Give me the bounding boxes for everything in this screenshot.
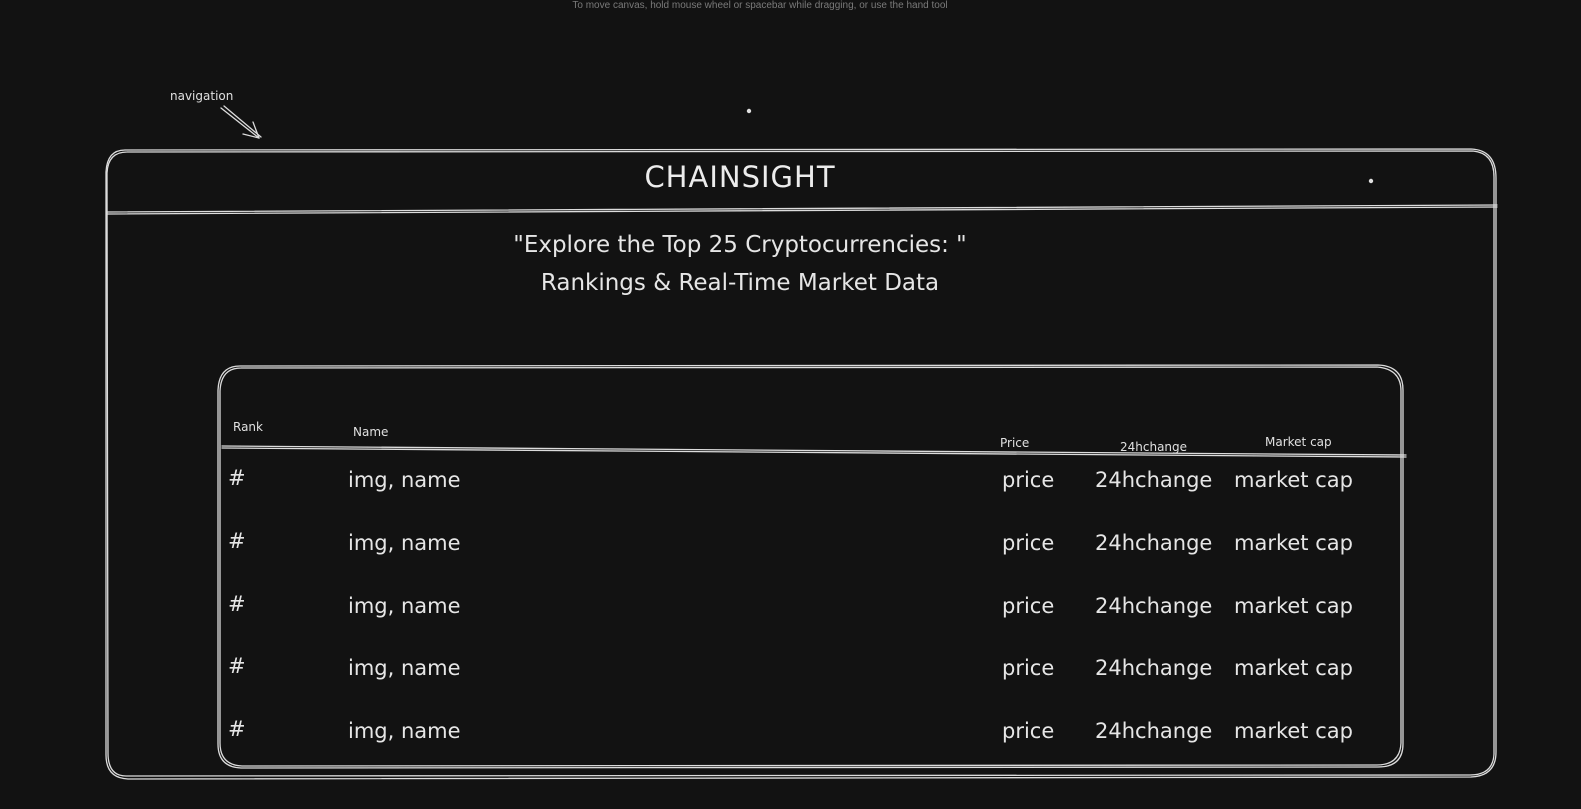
navbar-dot (1368, 178, 1374, 184)
row-change-cell: 24hchange (1095, 468, 1213, 492)
column-header-name[interactable]: Name (353, 425, 389, 439)
table-card-frame (217, 364, 1404, 769)
row-change-cell: 24hchange (1095, 719, 1213, 743)
table-header-divider (221, 445, 1407, 458)
row-rank-cell: # (228, 592, 246, 616)
row-price-cell: price (1002, 468, 1055, 492)
row-market-cap-cell: market cap (1234, 594, 1353, 618)
column-header-price[interactable]: Price (1000, 436, 1030, 450)
row-price-cell: price (1002, 656, 1055, 680)
row-change-cell: 24hchange (1095, 656, 1213, 680)
hero-headline-line-1: "Explore the Top 25 Cryptocurrencies: " (513, 232, 967, 258)
row-name-cell: img, name (348, 656, 461, 680)
row-rank-cell: # (228, 654, 246, 678)
row-name-cell: img, name (348, 468, 461, 492)
row-rank-cell: # (228, 717, 246, 741)
row-market-cap-cell: market cap (1234, 719, 1353, 743)
row-price-cell: price (1002, 594, 1055, 618)
row-price-cell: price (1002, 719, 1055, 743)
navigation-annotation-label: navigation (170, 89, 234, 103)
column-header-market-cap[interactable]: Market cap (1265, 435, 1332, 449)
page-frame (105, 148, 1497, 780)
column-header-24h-change[interactable]: 24hchange (1120, 440, 1188, 454)
column-header-rank[interactable]: Rank (233, 420, 263, 434)
canvas-dot (746, 108, 752, 114)
hero-headline-line-2: Rankings & Real-Time Market Data (540, 270, 940, 296)
row-change-cell: 24hchange (1095, 531, 1213, 555)
row-market-cap-cell: market cap (1234, 531, 1353, 555)
row-name-cell: img, name (348, 594, 461, 618)
row-rank-cell: # (228, 529, 246, 553)
row-rank-cell: # (228, 466, 246, 490)
canvas-hint: To move canvas, hold mouse wheel or spac… (572, 0, 948, 11)
row-price-cell: price (1002, 531, 1055, 555)
row-market-cap-cell: market cap (1234, 656, 1353, 680)
navbar-divider (106, 204, 1498, 215)
row-name-cell: img, name (348, 719, 461, 743)
brand-logo-text[interactable]: CHAINSIGHT (644, 160, 836, 194)
row-market-cap-cell: market cap (1234, 468, 1353, 492)
row-name-cell: img, name (348, 531, 461, 555)
annotation-arrow (220, 105, 262, 139)
hero-headline: "Explore the Top 25 Cryptocurrencies: " … (400, 226, 1080, 302)
row-change-cell: 24hchange (1095, 594, 1213, 618)
